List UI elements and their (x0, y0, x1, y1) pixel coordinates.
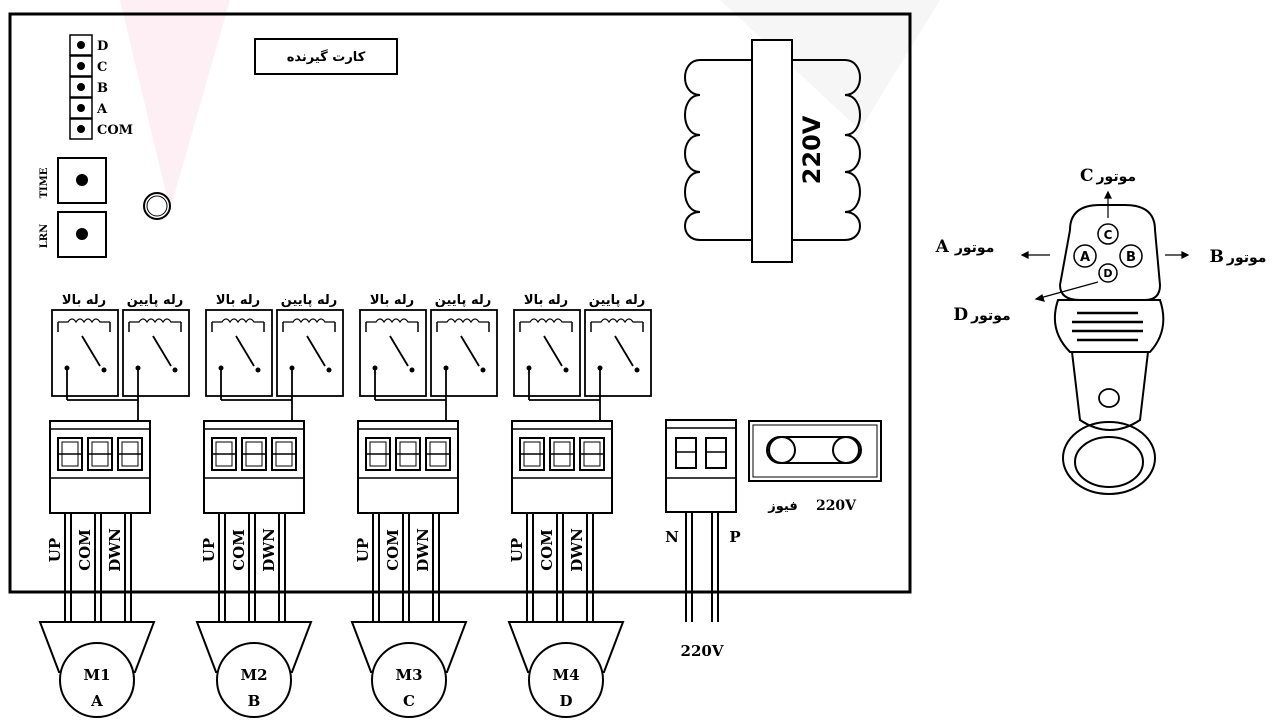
terminal-label: DWN (260, 528, 278, 572)
pin-dot (77, 83, 85, 91)
pin-dot (77, 62, 85, 70)
relay-up-label: رله بالا (216, 293, 260, 308)
relay (122, 309, 190, 397)
terminal-label: COM (230, 529, 248, 571)
relay (359, 309, 427, 397)
terminal-block (511, 420, 613, 622)
relay (51, 309, 119, 397)
pin-dot (77, 41, 85, 49)
remote-button-b[interactable]: B (1119, 244, 1143, 268)
relay-up-label: رله بالا (370, 293, 414, 308)
motor: M1A (38, 621, 156, 718)
terminal-label: DWN (414, 528, 432, 572)
motor-letter: C (403, 692, 415, 710)
pin-label: A (96, 102, 108, 117)
terminal-label: DWN (568, 528, 586, 572)
terminal-label: UP (46, 538, 64, 562)
svg-text:D: D (1103, 267, 1112, 280)
svg-text:C: C (1104, 228, 1113, 242)
relay-up-label: رله بالا (62, 293, 106, 308)
motor-name: M4 (552, 666, 579, 684)
motor-letter: A (90, 692, 103, 710)
relay-down-label: رله پایین (127, 293, 183, 308)
relay-group: رله بالا رله پایین UP COM DWN (508, 293, 652, 622)
power-terminal (665, 419, 737, 622)
terminal-block (203, 420, 305, 622)
motor-name: M3 (395, 666, 422, 684)
terminal-label: UP (354, 538, 372, 562)
receiver-board (8, 12, 912, 594)
terminal-label: COM (538, 529, 556, 571)
fuse-holder (748, 420, 882, 482)
terminal-block (49, 420, 151, 622)
remote-button-d[interactable]: D (1098, 263, 1118, 283)
relay (430, 309, 498, 397)
pin-dot (77, 104, 85, 112)
pin-label: COM (97, 123, 133, 138)
card-label: کارت گیرنده (287, 49, 366, 65)
neutral-label: N (665, 528, 679, 546)
motor-letter: B (248, 692, 261, 710)
relay-down-label: رله پایین (281, 293, 337, 308)
svg-text:B: B (1126, 250, 1136, 265)
motor: M2B (195, 621, 313, 718)
pin-dot (77, 125, 85, 133)
motor: M3C (350, 621, 468, 718)
remote-button-c[interactable]: C (1097, 223, 1119, 245)
lrn-button[interactable] (57, 211, 107, 258)
motors: M1A M2B M3C M4D (38, 621, 625, 718)
terminal-label: UP (200, 538, 218, 562)
fuse-label: فیوز (767, 499, 797, 514)
terminal-label: DWN (106, 528, 124, 572)
remote-control (1054, 204, 1165, 495)
phase-label: P (729, 528, 740, 546)
terminal-label: COM (384, 529, 402, 571)
motor: M4D (507, 621, 625, 718)
relay-group: رله بالا رله پایین UP COM DWN (200, 293, 344, 622)
relay (205, 309, 273, 397)
remote-button-a[interactable]: A (1073, 244, 1097, 268)
relay (513, 309, 581, 397)
terminal-block (357, 420, 459, 622)
relay-group: رله بالا رله پایین UP COM DWN (46, 293, 190, 622)
mains-voltage-label: 220V (681, 642, 724, 660)
time-button-label: TIME (39, 167, 50, 198)
lrn-button-label: LRN (39, 224, 50, 248)
relay-down-label: رله پایین (589, 293, 645, 308)
motor-letter: D (559, 692, 572, 710)
terminal-label: COM (76, 529, 94, 571)
transformer-label: 220V (798, 115, 826, 184)
remote-arrows (1020, 190, 1190, 302)
transformer (684, 39, 861, 263)
relay-group: رله بالا رله پایین UP COM DWN (354, 293, 498, 622)
watermark (120, 0, 940, 210)
pin-label: B (97, 81, 108, 96)
card-label-box (254, 38, 398, 75)
pin-label: D (97, 39, 108, 54)
svg-text:A: A (1080, 250, 1090, 265)
motor-name: M1 (83, 666, 110, 684)
motor-name: M2 (240, 666, 267, 684)
relay (276, 309, 344, 397)
fuse-voltage-label: 220V (816, 498, 857, 514)
relay-groups: رله بالا رله پایین UP COM DWN رله بالا رله پای… (46, 293, 652, 622)
time-button[interactable] (57, 157, 107, 204)
pin-label: C (97, 60, 107, 75)
relay-up-label: رله بالا (524, 293, 568, 308)
terminal-label: UP (508, 538, 526, 562)
indicator-led (143, 192, 171, 220)
relay (584, 309, 652, 397)
relay-down-label: رله پایین (435, 293, 491, 308)
